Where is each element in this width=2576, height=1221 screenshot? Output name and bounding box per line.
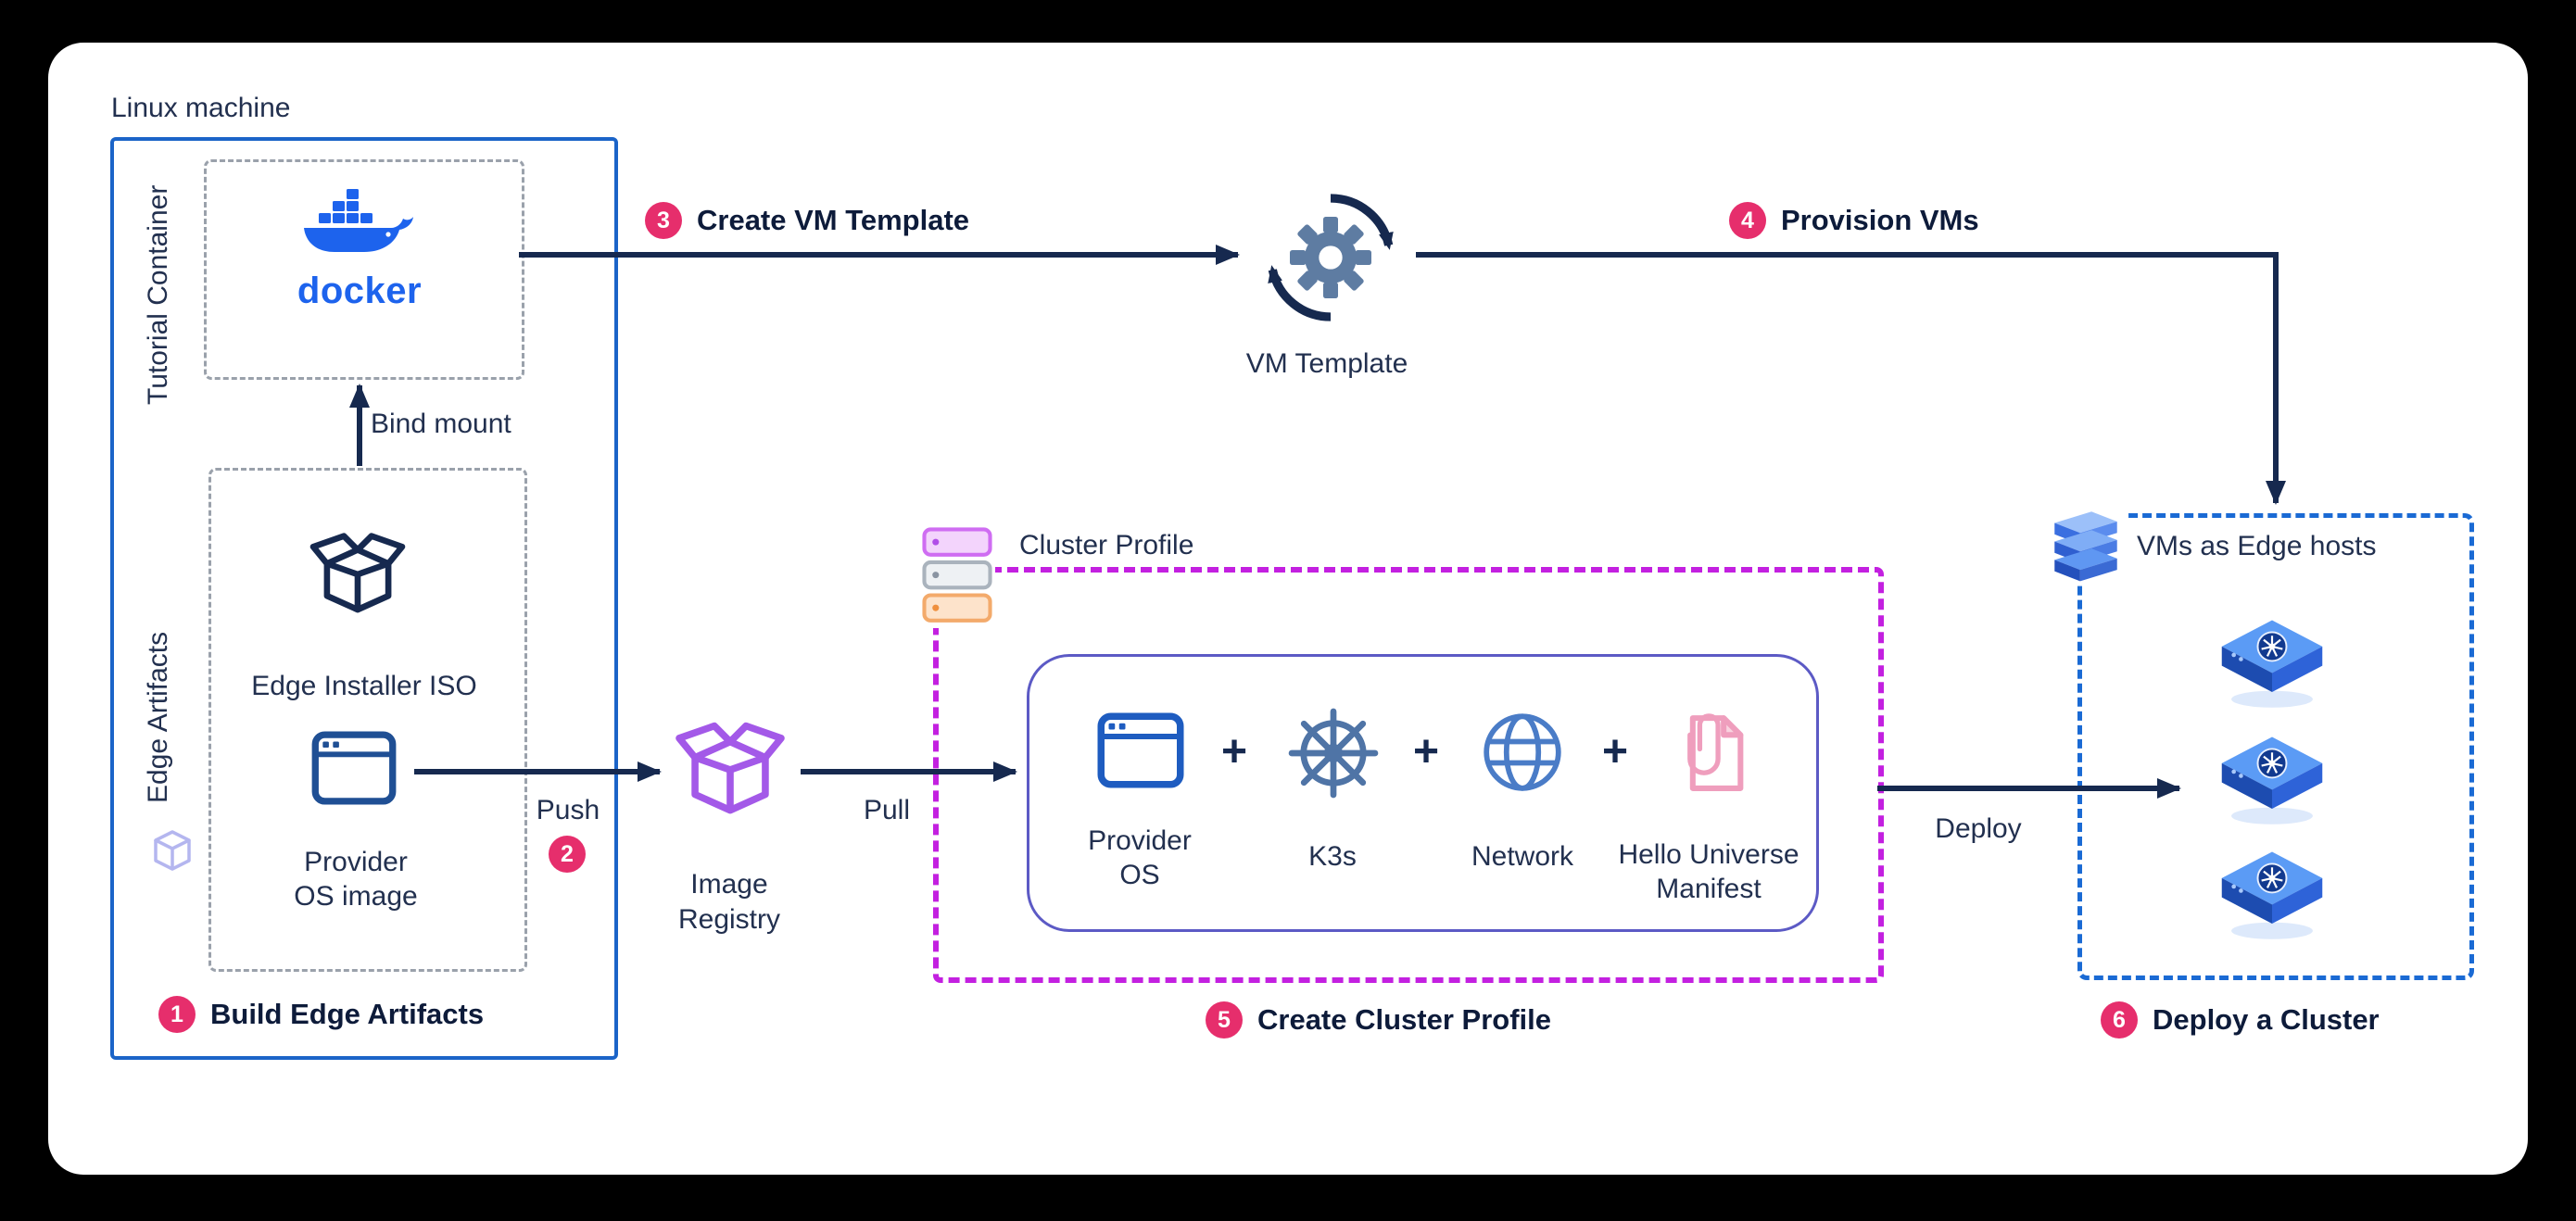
push-label: Push: [536, 795, 600, 825]
step-3: 3 Create VM Template: [645, 202, 969, 239]
plus-sign-2: +: [1413, 727, 1440, 776]
edge-installer-iso-label: Edge Installer ISO: [251, 671, 477, 701]
step-2: 2: [549, 836, 586, 873]
step-5: 5 Create Cluster Profile: [1206, 1001, 1551, 1038]
manifest-label: Hello Universe Manifest: [1596, 837, 1822, 906]
edge-device-icon-3: [2215, 847, 2330, 943]
edge-artifacts-box: [208, 468, 527, 972]
cluster-profile-stack-icon: [919, 524, 995, 628]
tutorial-container-box: [204, 159, 524, 380]
step-4-badge: 4: [1729, 202, 1766, 239]
edge-hosts-box: [2077, 513, 2474, 980]
manifest-line1: Hello Universe: [1618, 839, 1799, 870]
edge-device-icon-1: [2215, 615, 2330, 711]
cluster-profile-title: Cluster Profile: [1019, 530, 1194, 560]
pull-label: Pull: [863, 795, 911, 825]
image-registry-icon: [673, 719, 788, 821]
edge-artifacts-label: Edge Artifacts: [143, 631, 173, 803]
vm-template-label: VM Template: [1245, 348, 1408, 379]
step-4: 4 Provision VMs: [1729, 202, 1979, 239]
edge-logo-icon: [150, 826, 195, 882]
step-1-badge: 1: [158, 996, 196, 1033]
step-6-badge: 6: [2101, 1001, 2138, 1038]
manifest-doc-icon: [1670, 704, 1749, 797]
k3s-wheel-icon: [1286, 706, 1381, 800]
profile-provider-os-icon: [1096, 711, 1185, 789]
provider-os-image-label: Provider OS image: [258, 845, 454, 913]
step-5-badge: 5: [1206, 1001, 1243, 1038]
profile-provider-os-line2: OS: [1119, 860, 1160, 890]
linux-machine-label: Linux machine: [111, 93, 291, 123]
docker-whale-icon: [298, 185, 421, 267]
step-5-label: Create Cluster Profile: [1257, 1003, 1551, 1036]
step-6: 6 Deploy a Cluster: [2101, 1001, 2380, 1038]
profile-provider-os-line1: Provider: [1088, 825, 1192, 856]
vms-edge-hosts-label: VMs as Edge hosts: [2137, 531, 2377, 561]
step-4-label: Provision VMs: [1781, 204, 1979, 236]
server-stack-icon: [2042, 500, 2129, 585]
cluster-profile-box: [933, 567, 1884, 983]
provider-os-image-line1: Provider: [304, 847, 408, 877]
image-registry-line1: Image: [690, 869, 768, 900]
provider-os-browser-icon: [310, 730, 398, 806]
edge-device-icon-2: [2215, 732, 2330, 828]
cluster-profile-card: [1027, 654, 1819, 932]
bind-mount-label: Bind mount: [371, 409, 511, 439]
step-1-label: Build Edge Artifacts: [210, 998, 485, 1030]
k3s-label: K3s: [1308, 841, 1357, 872]
network-label: Network: [1471, 841, 1574, 872]
open-box-icon: [306, 530, 410, 619]
plus-sign-3: +: [1602, 727, 1629, 776]
white-panel: [48, 43, 2528, 1175]
step-3-badge: 3: [645, 202, 682, 239]
tutorial-container-label: Tutorial Container: [143, 184, 173, 406]
step-6-label: Deploy a Cluster: [2153, 1003, 2380, 1036]
plus-sign-1: +: [1221, 727, 1248, 776]
deploy-label: Deploy: [1935, 813, 2022, 844]
step-3-label: Create VM Template: [697, 204, 970, 236]
provider-os-image-line2: OS image: [294, 881, 418, 912]
step-2-badge: 2: [549, 836, 586, 873]
vm-template-icon: [1255, 183, 1407, 332]
linux-machine-box: [110, 137, 618, 1060]
image-registry-line2: Registry: [677, 904, 781, 935]
step-1: 1 Build Edge Artifacts: [158, 996, 484, 1033]
docker-wordmark: docker: [297, 271, 423, 311]
network-globe-icon: [1480, 710, 1565, 795]
manifest-line2: Manifest: [1656, 874, 1762, 904]
image-registry-label: Image Registry: [632, 867, 827, 938]
profile-provider-os-label: Provider OS: [1053, 824, 1227, 892]
